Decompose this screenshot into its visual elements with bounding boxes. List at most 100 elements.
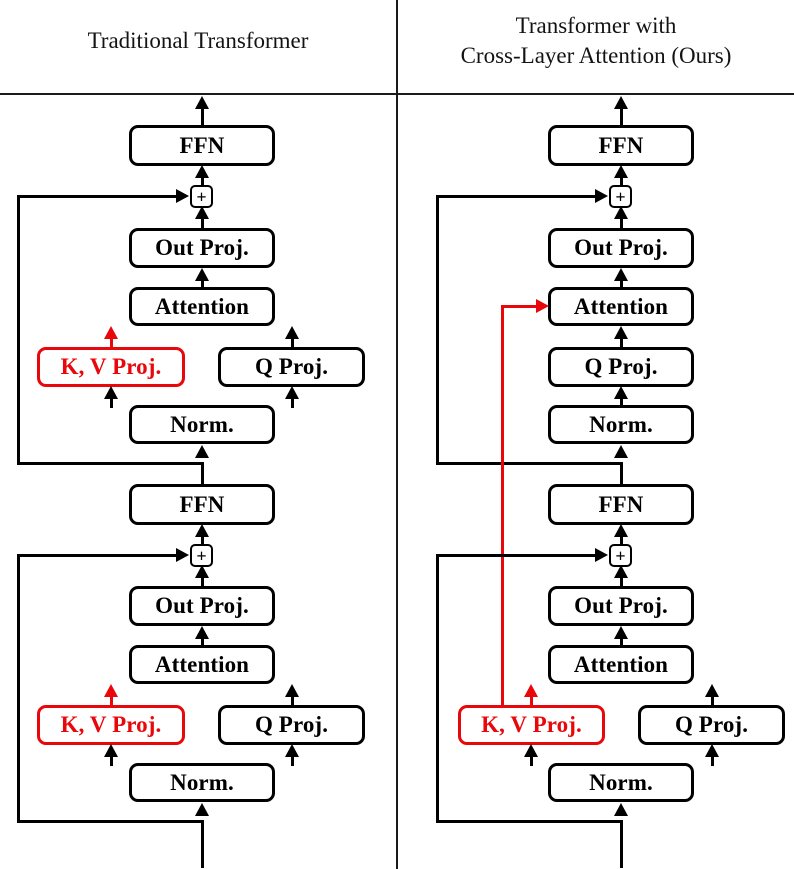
right-upper-attention: Attention bbox=[548, 287, 694, 326]
right-lower-ffn-to-upper-line bbox=[619, 462, 623, 487]
right-lower-input-arrow bbox=[613, 803, 628, 816]
cross-layer-attention-arrow bbox=[536, 299, 549, 313]
left-upper-attention: Attention bbox=[129, 287, 275, 326]
right-upper-attn-to-outproj-line bbox=[619, 276, 623, 290]
right-upper-qproj-to-attn-line bbox=[619, 334, 623, 348]
right-lower-input-line bbox=[619, 820, 623, 868]
panel-title-traditional: Traditional Transformer bbox=[0, 26, 396, 56]
right-upper-ffn: FFN bbox=[548, 125, 694, 166]
right-upper-residual-add: + bbox=[609, 185, 632, 208]
left-upper-residual-arrow bbox=[176, 188, 189, 203]
left-lower-norm-to-kv-line bbox=[109, 753, 113, 766]
right-lower-q-proj: Q Proj. bbox=[638, 705, 785, 745]
right-upper-plus-to-ffn-arrow bbox=[613, 165, 628, 178]
left-lower-outproj-to-plus-arrow bbox=[194, 565, 209, 578]
left-upper-q-proj: Q Proj. bbox=[218, 347, 365, 387]
right-upper-norm: Norm. bbox=[548, 405, 694, 444]
left-upper-outproj-to-plus-line bbox=[200, 215, 204, 231]
left-lower-kv-proj: K, V Proj. bbox=[37, 705, 185, 745]
left-lower-kv-to-attn-arrow bbox=[103, 684, 118, 697]
left-upper-outproj-to-plus-arrow bbox=[194, 206, 209, 219]
right-lower-norm-to-q-arrow bbox=[704, 744, 719, 757]
panel-title-cross-layer-line2: Cross-Layer Attention (Ours) bbox=[460, 43, 732, 68]
left-upper-q-to-attn-arrow bbox=[284, 326, 299, 339]
left-upper-norm-to-q-line bbox=[290, 395, 294, 408]
right-lower-residual-top bbox=[436, 554, 602, 557]
left-lower-input-line bbox=[200, 820, 204, 868]
right-upper-q-proj: Q Proj. bbox=[548, 347, 694, 387]
left-upper-norm-to-kv-line bbox=[109, 395, 113, 408]
right-lower-norm-to-kv-line bbox=[529, 753, 533, 766]
left-lower-out-proj: Out Proj. bbox=[129, 586, 275, 626]
panel-title-traditional-line1: Traditional Transformer bbox=[87, 28, 309, 53]
right-lower-residual-bottom bbox=[436, 820, 621, 823]
right-upper-in-to-norm-arrow bbox=[613, 445, 628, 458]
left-lower-ffn-to-upper-line bbox=[200, 462, 204, 487]
left-lower-attn-to-outproj-arrow bbox=[194, 626, 209, 639]
right-lower-norm-to-kv-arrow bbox=[523, 744, 538, 757]
right-upper-outproj-to-plus-arrow bbox=[613, 206, 628, 219]
left-lower-plus-to-ffn-line bbox=[200, 532, 204, 545]
cross-layer-attention-riser bbox=[501, 305, 504, 705]
left-lower-outproj-to-plus-line bbox=[200, 574, 204, 590]
right-lower-kv-proj: K, V Proj. bbox=[458, 705, 605, 745]
right-lower-norm-to-q-line bbox=[710, 753, 714, 766]
left-upper-kv-to-attn-line bbox=[109, 336, 113, 348]
right-lower-attn-to-outproj-arrow bbox=[613, 626, 628, 639]
right-upper-residual-riser bbox=[436, 195, 439, 464]
left-lower-q-to-attn-line bbox=[290, 694, 294, 706]
right-upper-norm-to-qproj-line bbox=[619, 395, 623, 408]
left-upper-plus-to-ffn-arrow bbox=[194, 165, 209, 178]
left-lower-residual-arrow bbox=[176, 547, 189, 562]
left-lower-attn-to-outproj-line bbox=[200, 634, 204, 648]
right-upper-plus-to-ffn-line bbox=[619, 173, 623, 186]
right-upper-output-line bbox=[619, 100, 623, 126]
left-upper-norm-to-q-arrow bbox=[284, 386, 299, 399]
right-lower-residual-arrow bbox=[595, 547, 608, 562]
left-upper-kv-proj: K, V Proj. bbox=[37, 347, 185, 387]
right-upper-attn-to-outproj-arrow bbox=[613, 268, 628, 281]
right-upper-norm-to-qproj-arrow bbox=[613, 386, 628, 399]
left-lower-input-arrow bbox=[194, 803, 209, 816]
left-upper-ffn: FFN bbox=[129, 125, 275, 166]
left-upper-q-to-attn-line bbox=[290, 336, 294, 348]
panel-divider bbox=[396, 0, 398, 869]
right-lower-outproj-to-plus-arrow bbox=[613, 565, 628, 578]
right-lower-kv-to-attn-arrow bbox=[523, 684, 538, 697]
right-upper-residual-bottom bbox=[436, 462, 621, 465]
right-lower-outproj-to-plus-line bbox=[619, 574, 623, 590]
left-lower-norm-to-q-line bbox=[290, 753, 294, 766]
right-upper-qproj-to-attn-arrow bbox=[613, 326, 628, 339]
right-lower-plus-to-ffn-line bbox=[619, 532, 623, 545]
left-lower-q-to-attn-arrow bbox=[284, 684, 299, 697]
left-upper-output-line bbox=[200, 100, 204, 126]
left-upper-residual-riser bbox=[17, 195, 20, 464]
left-lower-plus-to-ffn-arrow bbox=[194, 524, 209, 537]
left-upper-out-proj: Out Proj. bbox=[129, 228, 275, 268]
right-lower-ffn: FFN bbox=[548, 484, 694, 525]
left-lower-residual-bottom bbox=[17, 820, 202, 823]
right-upper-out-proj: Out Proj. bbox=[548, 228, 694, 268]
left-lower-residual-top bbox=[17, 554, 183, 557]
left-lower-kv-to-attn-line bbox=[109, 694, 113, 706]
left-lower-residual-add: + bbox=[190, 544, 213, 567]
right-upper-residual-arrow bbox=[595, 188, 608, 203]
right-lower-attention: Attention bbox=[548, 645, 694, 684]
left-upper-norm: Norm. bbox=[129, 405, 275, 444]
left-lower-q-proj: Q Proj. bbox=[218, 705, 365, 745]
left-upper-residual-bottom bbox=[17, 462, 202, 465]
left-upper-residual-top bbox=[17, 195, 183, 198]
panel-title-cross-layer-line1: Transformer with bbox=[515, 13, 677, 38]
left-upper-kv-to-attn-arrow bbox=[103, 326, 118, 339]
right-lower-q-to-attn-line bbox=[710, 694, 714, 706]
right-upper-residual-top bbox=[436, 195, 602, 198]
right-lower-kv-to-attn-line bbox=[529, 694, 533, 706]
right-lower-q-to-attn-arrow bbox=[704, 684, 719, 697]
panel-title-cross-layer: Transformer with Cross-Layer Attention (… bbox=[398, 11, 794, 71]
right-lower-plus-to-ffn-arrow bbox=[613, 524, 628, 537]
right-lower-residual-add: + bbox=[609, 544, 632, 567]
cross-layer-attention-branch bbox=[501, 305, 543, 308]
left-upper-attn-to-outproj-line bbox=[200, 276, 204, 290]
left-upper-plus-to-ffn-line bbox=[200, 173, 204, 186]
left-lower-residual-riser bbox=[17, 554, 20, 823]
